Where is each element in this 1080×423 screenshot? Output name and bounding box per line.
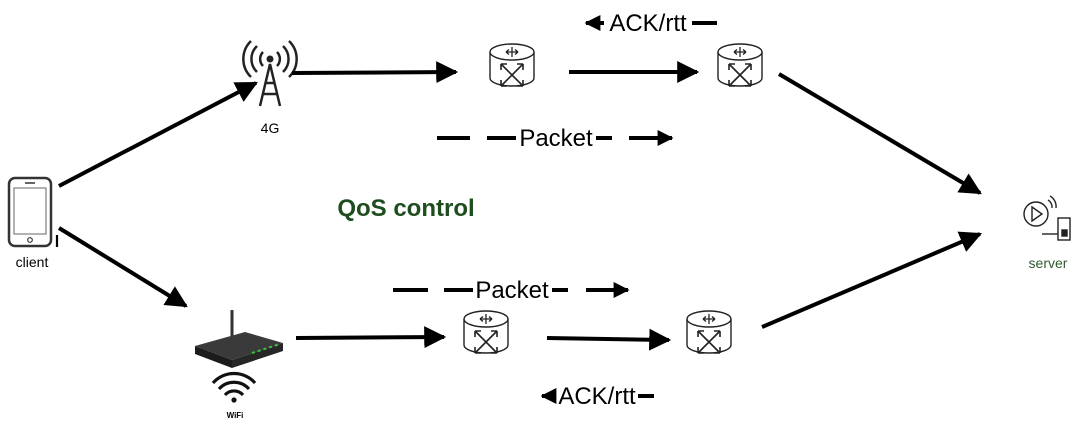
router-icon-top-1 (489, 43, 535, 87)
packet-label-top: Packet (519, 125, 593, 152)
smartphone-icon (7, 176, 59, 248)
arrow-wifi-to-router (295, 326, 447, 349)
arrow-router-to-server-bottom (761, 231, 983, 329)
server-label: server (1029, 255, 1068, 271)
wifi-router-icon (195, 310, 283, 403)
cell-tower-icon (242, 40, 298, 107)
arrow-client-to-wifi (57, 226, 188, 308)
client-label: client (16, 254, 49, 270)
arrow-4g-to-router (291, 61, 459, 84)
router-icon-top-2 (717, 43, 763, 87)
connections (57, 61, 983, 351)
arrow-router-to-server-top (777, 72, 982, 195)
ack-label-top: ACK/rtt (609, 10, 687, 37)
router-icon-bottom-1 (463, 310, 509, 354)
media-server-icon (1023, 195, 1071, 241)
cell-label: 4G (261, 120, 280, 136)
arrow-client-to-4g (58, 81, 258, 188)
qos-control-label: QoS control (337, 195, 474, 222)
wifi-label: WiFi (227, 411, 244, 420)
router-icon-bottom-2 (686, 310, 732, 354)
arrow-router-to-router-bottom (546, 328, 672, 351)
ack-label-bottom: ACK/rtt (558, 383, 636, 410)
packet-label-bottom: Packet (475, 277, 549, 304)
